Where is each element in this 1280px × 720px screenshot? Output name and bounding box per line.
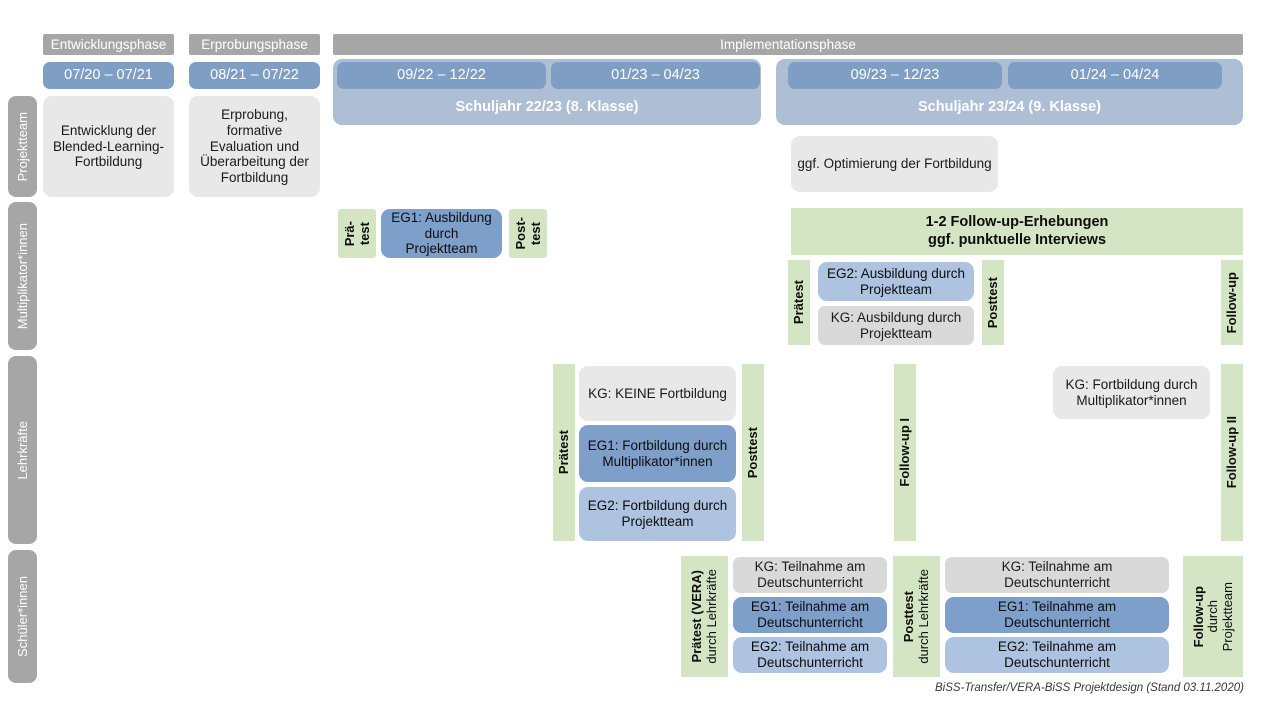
- multiplikatoren-followup-banner-line1: 1-2 Follow-up-Erhebungen: [925, 214, 1109, 231]
- schuelerinnen-kg-box-1: KG: Teilnahme am Deutschunterricht: [733, 557, 887, 593]
- row-label-lehrkraefte: Lehrkräfte: [8, 356, 37, 544]
- multiplikatoren-posttest-1-line2: test: [527, 221, 543, 246]
- phase-header-implementationsphase: Implementationsphase: [333, 34, 1243, 55]
- lehrkraefte-kg-fortbildung-box: KG: Fortbildung durch Multiplikator*inne…: [1053, 366, 1210, 419]
- projektteam-erprobung-box: Erprobung, formative Evaluation und Über…: [189, 96, 320, 197]
- lehrkraefte-posttest-bar: Posttest: [742, 364, 764, 541]
- lehrkraefte-eg1-box: EG1: Fortbildung durch Multiplikator*inn…: [579, 425, 736, 482]
- lehrkraefte-eg2-box: EG2: Fortbildung durch Projektteam: [579, 487, 736, 541]
- footer-source-note: BiSS-Transfer/VERA-BiSS Projektdesign (S…: [935, 682, 1244, 694]
- schuelerinnen-eg1-box-2: EG1: Teilnahme am Deutschunterricht: [945, 597, 1169, 633]
- schuelerinnen-eg2-box-2: EG2: Teilnahme am Deutschunterricht: [945, 637, 1169, 673]
- lehrkraefte-followup-1-text: Follow-up I: [897, 418, 913, 487]
- multiplikatoren-followup-bar: Follow-up: [1221, 260, 1243, 345]
- lehrkraefte-kg-keine-box: KG: KEINE Fortbildung: [579, 366, 736, 421]
- phase-header-entwicklungsphase: Entwicklungsphase: [43, 34, 174, 55]
- multiplikatoren-eg1-box: EG1: Ausbildung durch Projektteam: [381, 209, 502, 258]
- multiplikatoren-praetest-1-line2: test: [356, 221, 372, 246]
- schuelerinnen-followup-thin1: durch: [1205, 600, 1221, 633]
- date-pill-0922-1222: 09/22 – 12/22: [337, 62, 546, 89]
- multiplikatoren-praetest-1: Prä- test: [338, 209, 376, 258]
- date-pill-0123-0423: 01/23 – 04/23: [551, 62, 760, 89]
- date-pill-0923-1223: 09/23 – 12/23: [788, 62, 1002, 89]
- lehrkraefte-followup-2-bar: Follow-up II: [1221, 364, 1243, 541]
- date-pill-entwicklungsphase: 07/20 – 07/21: [43, 62, 174, 89]
- projektteam-optimierung-box: ggf. Optimierung der Fortbildung: [791, 136, 998, 192]
- row-label-schuelerinnen-text: Schüler*innen: [14, 576, 30, 657]
- schuelerinnen-kg-box-2: KG: Teilnahme am Deutschunterricht: [945, 557, 1169, 593]
- lehrkraefte-followup-2-text: Follow-up II: [1224, 416, 1240, 489]
- multiplikatoren-eg2-box: EG2: Ausbildung durch Projektteam: [818, 262, 974, 301]
- schuelerinnen-eg2-box-1: EG2: Teilnahme am Deutschunterricht: [733, 637, 887, 673]
- lehrkraefte-praetest-bar: Prätest: [553, 364, 575, 541]
- multiplikatoren-praetest-1-line1: Prä-: [341, 220, 357, 247]
- multiplikatoren-posttest-2: Posttest: [982, 260, 1004, 345]
- projektteam-entwicklung-box: Entwicklung der Blended-Learning-Fortbil…: [43, 96, 174, 197]
- date-pill-0124-0424: 01/24 – 04/24: [1008, 62, 1222, 89]
- lehrkraefte-posttest-text: Posttest: [745, 426, 761, 479]
- schuelerinnen-followup-thin2: Projektteam: [1219, 581, 1235, 652]
- multiplikatoren-posttest-1-line1: Post-: [512, 217, 528, 250]
- row-label-schuelerinnen: Schüler*innen: [8, 550, 37, 683]
- schuelerinnen-eg1-box-1: EG1: Teilnahme am Deutschunterricht: [733, 597, 887, 633]
- row-label-multiplikatorinnen: Multiplikator*innen: [8, 202, 37, 350]
- lehrkraefte-praetest-text: Prätest: [556, 430, 572, 475]
- phase-header-erprobungsphase: Erprobungsphase: [189, 34, 320, 55]
- school-year-2223-label: Schuljahr 22/23 (8. Klasse): [455, 99, 639, 116]
- multiplikatoren-posttest-2-text: Posttest: [985, 276, 1001, 329]
- schuelerinnen-praetest-bar: Prätest (VERA) durch Lehrkräfte: [681, 556, 728, 677]
- multiplikatoren-kg-box: KG: Ausbildung durch Projektteam: [818, 306, 974, 345]
- schuelerinnen-followup-bar: Follow-up durch Projektteam: [1183, 556, 1243, 677]
- multiplikatoren-posttest-1: Post- test: [509, 209, 547, 258]
- schuelerinnen-followup-bold: Follow-up: [1190, 585, 1206, 648]
- row-label-projektteam: Projektteam: [8, 96, 37, 197]
- row-label-lehrkraefte-text: Lehrkräfte: [14, 420, 30, 480]
- row-label-projektteam-text: Projektteam: [14, 111, 30, 182]
- multiplikatoren-followup-banner-line2: ggf. punktuelle Interviews: [927, 231, 1107, 248]
- row-label-multiplikatorinnen-text: Multiplikator*innen: [14, 222, 30, 330]
- schuelerinnen-praetest-thin: durch Lehrkräfte: [704, 569, 719, 664]
- schuelerinnen-praetest-bold: Prätest (VERA): [689, 570, 705, 663]
- lehrkraefte-followup-1-bar: Follow-up I: [894, 364, 916, 541]
- schuelerinnen-posttest-bold: Posttest: [901, 590, 917, 643]
- school-year-2324-label: Schuljahr 23/24 (9. Klasse): [918, 99, 1101, 116]
- schuelerinnen-posttest-bar: Posttest durch Lehrkräfte: [893, 556, 940, 677]
- multiplikatoren-praetest-2-text: Prätest: [791, 280, 807, 325]
- multiplikatoren-followup-banner: 1-2 Follow-up-Erhebungen ggf. punktuelle…: [791, 208, 1243, 255]
- date-pill-erprobungsphase: 08/21 – 07/22: [189, 62, 320, 89]
- schuelerinnen-posttest-thin: durch Lehrkräfte: [916, 569, 931, 664]
- multiplikatoren-followup-text: Follow-up: [1224, 271, 1240, 334]
- multiplikatoren-praetest-2: Prätest: [788, 260, 810, 345]
